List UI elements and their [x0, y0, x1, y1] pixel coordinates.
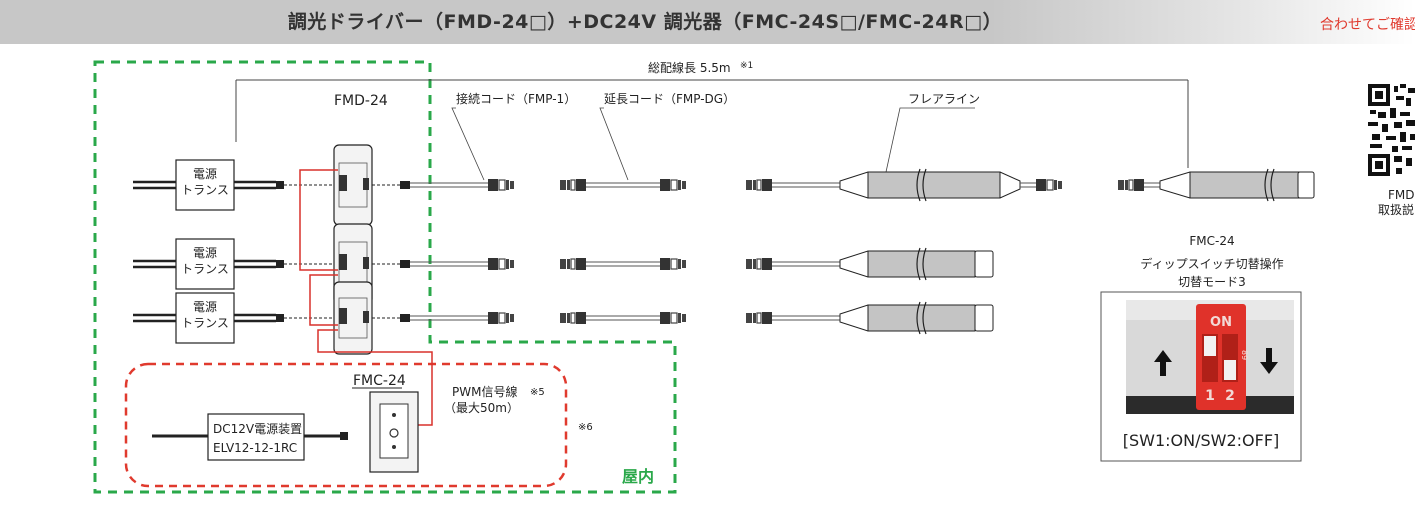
- total-length-note: ※1: [740, 61, 753, 71]
- row-3: [133, 281, 994, 355]
- fmpdg-label: 延長コード（FMP-DG）: [604, 92, 735, 106]
- header-bar: 調光ドライバー（FMD-24□）+DC24V 調光器（FMC-24S□/FMC-…: [0, 0, 1415, 44]
- transformer-2-line2: トランス: [181, 262, 229, 276]
- dip-title-2: ディップスイッチ切替操作: [1140, 256, 1283, 271]
- down-arrow-icon: [1260, 348, 1278, 374]
- transformer-1-line1: 電源: [193, 167, 217, 181]
- psu-line2: ELV12-12-1RC: [213, 441, 297, 455]
- fmc-label: FMC-24: [353, 373, 406, 389]
- pwm-note: ※5: [530, 387, 545, 398]
- dip-side-number: 89: [1240, 350, 1249, 360]
- dip-title-1: FMC-24: [1189, 234, 1234, 248]
- transformer-2-line1: 電源: [193, 246, 217, 260]
- dip-switch-body: [1196, 304, 1246, 410]
- dip-title-3: 切替モード3: [1178, 275, 1246, 289]
- dip-on-label: ON: [1210, 315, 1232, 330]
- row-2: [133, 223, 994, 305]
- dip-caption: [SW1:ON/SW2:OFF]: [1123, 431, 1280, 450]
- controller-area: [124, 362, 568, 488]
- header-note: 合わせてご確認: [1320, 17, 1415, 33]
- transformer-3-line2: トランス: [181, 316, 229, 330]
- pwm-label: PWM信号線: [452, 384, 517, 399]
- page-title: 調光ドライバー（FMD-24□）+DC24V 調光器（FMC-24S□/FMC-…: [287, 11, 1003, 33]
- pwm-max: （最大50m）: [444, 401, 519, 415]
- qr-code: [1368, 84, 1415, 176]
- qr-caption-1: FMD: [1388, 188, 1415, 202]
- dc12v-power-supply: [207, 413, 305, 461]
- dip-number-2: 2: [1225, 388, 1235, 404]
- dip-sw2: [1224, 360, 1236, 380]
- note-6: ※6: [578, 422, 593, 433]
- transformer-1-line2: トランス: [181, 183, 229, 197]
- psu-line1: DC12V電源装置: [213, 422, 302, 436]
- row-1: [133, 144, 1315, 226]
- fmp1-label: 接続コード（FMP-1）: [456, 91, 576, 106]
- up-arrow-icon: [1154, 350, 1172, 376]
- fmd-label: FMD-24: [334, 93, 388, 109]
- qr-caption-2: 取扱説: [1378, 202, 1414, 217]
- dip-sw1: [1204, 336, 1216, 356]
- dip-number-1: 1: [1205, 388, 1215, 404]
- indoor-label: 屋内: [622, 467, 654, 486]
- transformer-3-line1: 電源: [193, 300, 217, 314]
- flare-label: フレアライン: [908, 92, 980, 106]
- signal-wires: [299, 169, 433, 426]
- total-length-label: 総配線長 5.5m: [648, 60, 731, 75]
- indoor-boundary: [93, 60, 677, 494]
